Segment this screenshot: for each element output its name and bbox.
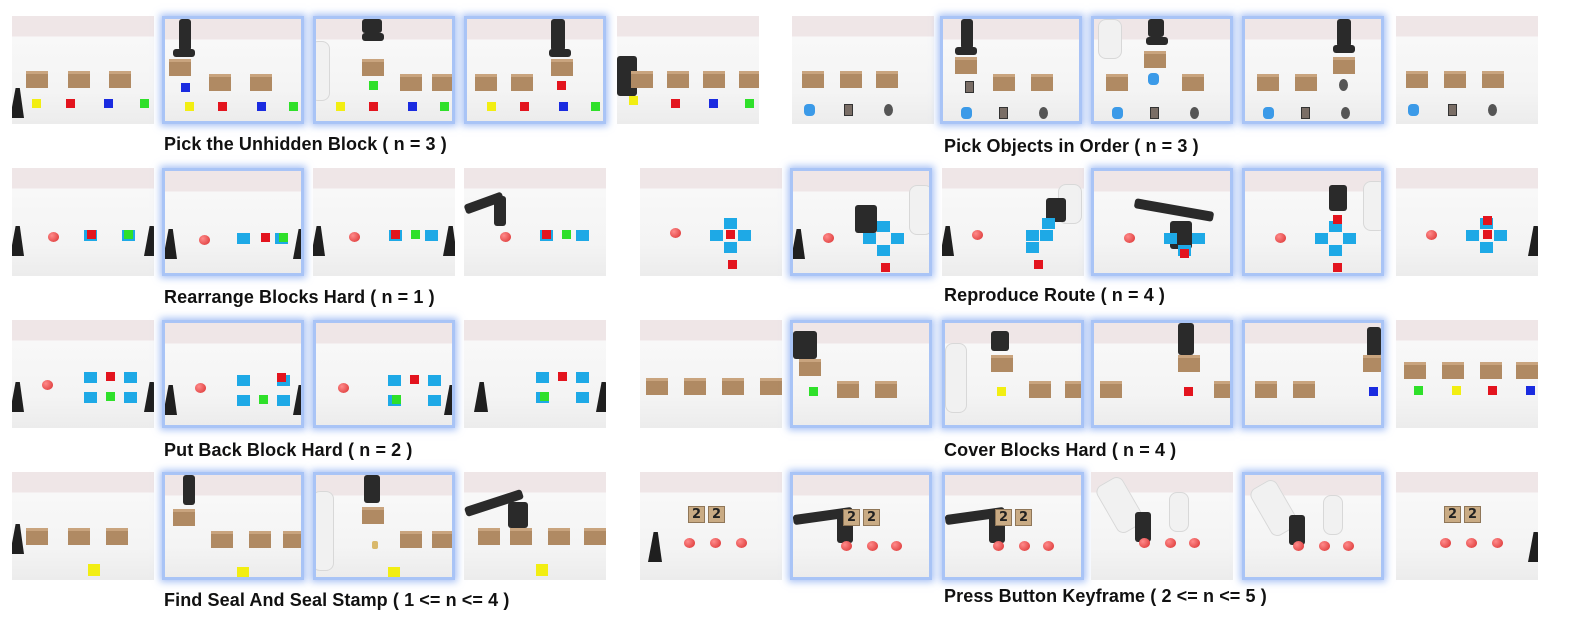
frame-pick-order-3 bbox=[1091, 16, 1233, 124]
frame-press-2: 2 2 bbox=[790, 472, 932, 580]
frame-pick-order-5 bbox=[1396, 16, 1538, 124]
number-card: 2 bbox=[708, 506, 725, 523]
frame-pick-unhidden-2 bbox=[162, 16, 304, 124]
frame-seal-4 bbox=[464, 472, 606, 580]
frame-reproduce-1 bbox=[640, 168, 782, 276]
frame-rearrange-3 bbox=[313, 168, 455, 276]
frame-press-1: 2 2 bbox=[640, 472, 782, 580]
frame-pick-unhidden-4 bbox=[464, 16, 606, 124]
frame-cover-5 bbox=[1242, 320, 1384, 428]
frame-rearrange-1 bbox=[12, 168, 154, 276]
caption-rearrange: Rearrange Blocks Hard ( n = 1 ) bbox=[164, 287, 435, 307]
frame-seal-3 bbox=[313, 472, 455, 580]
frame-rearrange-2 bbox=[162, 168, 304, 276]
caption-seal: Find Seal And Seal Stamp ( 1 <= n <= 4 ) bbox=[164, 590, 510, 610]
frame-reproduce-4 bbox=[1091, 168, 1233, 276]
caption-put-back: Put Back Block Hard ( n = 2 ) bbox=[164, 440, 413, 460]
number-card: 2 bbox=[688, 506, 705, 523]
frame-pick-order-2 bbox=[940, 16, 1082, 124]
frame-cover-1 bbox=[640, 320, 782, 428]
frame-cover-6 bbox=[1396, 320, 1538, 428]
number-card: 2 bbox=[995, 509, 1012, 526]
frame-reproduce-2 bbox=[790, 168, 932, 276]
number-card: 2 bbox=[843, 509, 860, 526]
number-card: 2 bbox=[1444, 506, 1461, 523]
frame-reproduce-6 bbox=[1396, 168, 1538, 276]
frame-rearrange-4 bbox=[464, 168, 606, 276]
frame-seal-1 bbox=[12, 472, 154, 580]
frame-reproduce-3 bbox=[942, 168, 1084, 276]
frame-put-back-4 bbox=[464, 320, 606, 428]
frame-pick-unhidden-1 bbox=[12, 16, 154, 124]
caption-pick-unhidden: Pick the Unhidden Block ( n = 3 ) bbox=[164, 134, 447, 154]
frame-seal-2 bbox=[162, 472, 304, 580]
frame-press-5 bbox=[1242, 472, 1384, 580]
caption-pick-order: Pick Objects in Order ( n = 3 ) bbox=[944, 136, 1199, 156]
caption-cover: Cover Blocks Hard ( n = 4 ) bbox=[944, 440, 1177, 460]
frame-pick-order-4 bbox=[1242, 16, 1384, 124]
frame-put-back-3 bbox=[313, 320, 455, 428]
frame-reproduce-5 bbox=[1242, 168, 1384, 276]
number-card: 2 bbox=[863, 509, 880, 526]
caption-reproduce: Reproduce Route ( n = 4 ) bbox=[944, 285, 1166, 305]
frame-pick-unhidden-3 bbox=[313, 16, 455, 124]
frame-cover-3 bbox=[942, 320, 1084, 428]
frame-put-back-1 bbox=[12, 320, 154, 428]
frame-put-back-2 bbox=[162, 320, 304, 428]
number-card: 2 bbox=[1464, 506, 1481, 523]
frame-pick-order-1 bbox=[792, 16, 934, 124]
frame-cover-2 bbox=[790, 320, 932, 428]
frame-press-3: 2 2 bbox=[942, 472, 1084, 580]
frame-cover-4 bbox=[1091, 320, 1233, 428]
frame-pick-unhidden-5 bbox=[617, 16, 759, 124]
caption-press: Press Button Keyframe ( 2 <= n <= 5 ) bbox=[944, 586, 1267, 606]
number-card: 2 bbox=[1015, 509, 1032, 526]
frame-press-6: 2 2 bbox=[1396, 472, 1538, 580]
frame-press-4 bbox=[1091, 472, 1233, 580]
